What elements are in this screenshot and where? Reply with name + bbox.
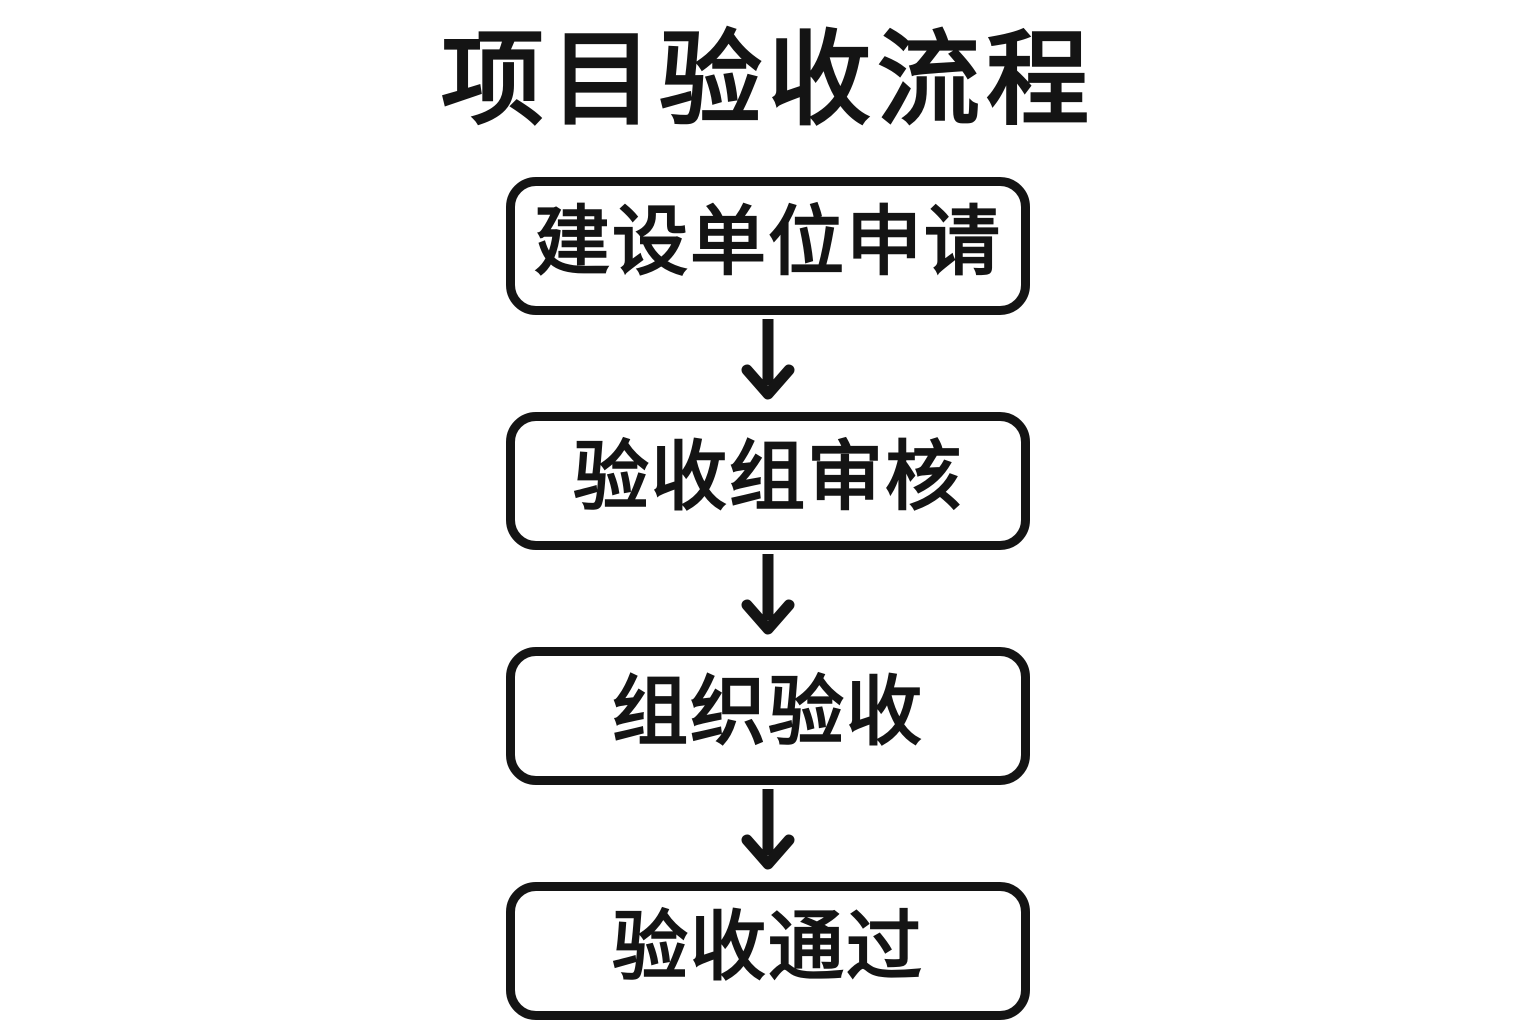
- acceptance-flowchart: 建设单位申请 验收组审核 组织验收 验收: [506, 177, 1030, 1021]
- down-arrow-icon: [736, 554, 800, 642]
- flow-node-label: 验收通过: [612, 905, 924, 991]
- flow-node-label: 组织验收: [612, 670, 924, 756]
- page-title: 项目验收流程: [441, 22, 1095, 137]
- down-arrow-icon: [736, 319, 800, 407]
- flow-node-label: 验收组审核: [573, 435, 963, 521]
- flow-node-passed: 验收通过: [506, 882, 1030, 1021]
- flow-node-organize: 组织验收: [506, 647, 1030, 786]
- flow-node-label: 建设单位申请: [534, 200, 1002, 286]
- flow-node-application: 建设单位申请: [506, 177, 1030, 316]
- down-arrow-icon: [736, 789, 800, 877]
- flow-node-review: 验收组审核: [506, 412, 1030, 551]
